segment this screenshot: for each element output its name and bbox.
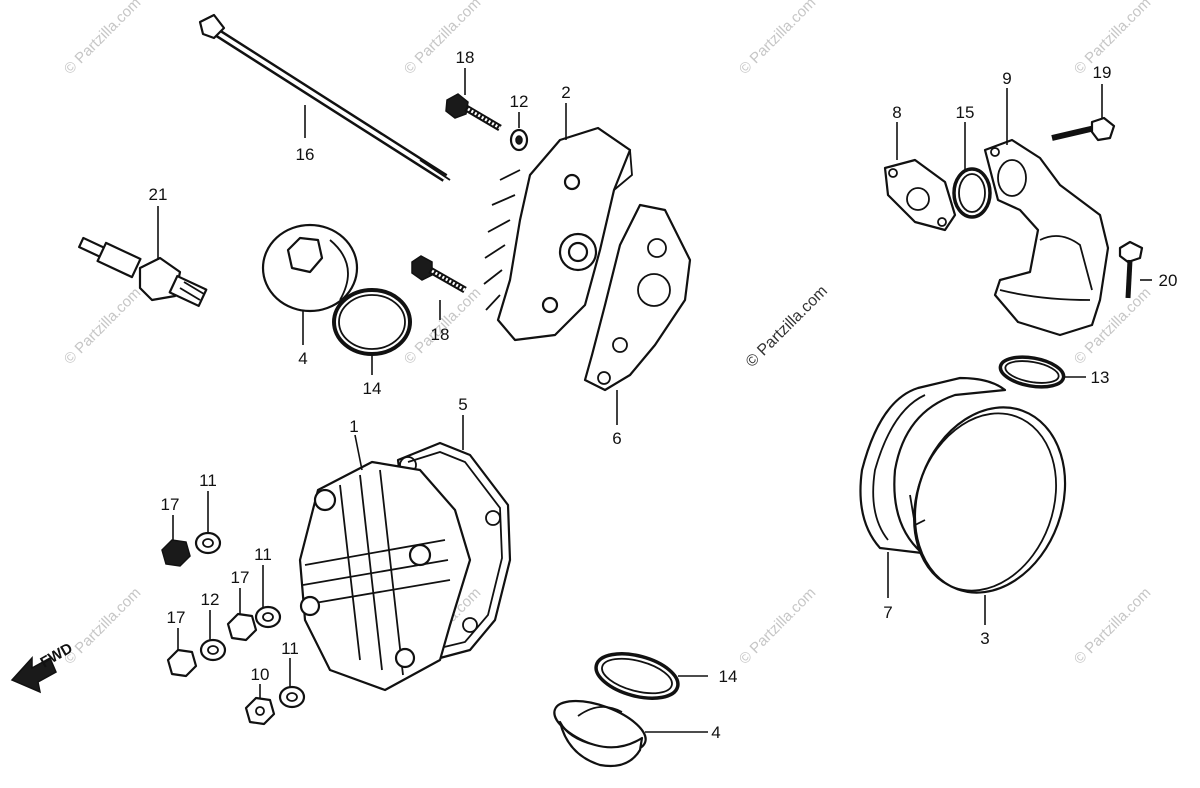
cap-nut-icon[interactable] <box>161 539 191 567</box>
callout-12: 12 <box>510 92 529 111</box>
side-cover-icon[interactable] <box>890 386 1090 614</box>
watermark: © Partzilla.com <box>1071 0 1154 78</box>
callout-11: 11 <box>199 471 217 490</box>
nut-icon[interactable] <box>244 696 276 726</box>
cap-icon[interactable] <box>261 223 359 313</box>
watermark: © Partzilla.com <box>61 0 144 78</box>
washer-icon[interactable] <box>254 605 282 629</box>
callout-16: 16 <box>296 145 315 164</box>
o-ring-icon[interactable] <box>332 288 412 356</box>
callout-14: 14 <box>719 667 738 686</box>
callout-11: 11 <box>281 639 299 658</box>
washer-icon[interactable] <box>194 531 222 555</box>
leader-lines <box>157 68 1152 733</box>
washer-icon[interactable] <box>199 638 227 662</box>
flange-bolt-icon[interactable] <box>411 255 467 294</box>
cylinder-head-cover-icon[interactable] <box>298 460 472 692</box>
bolt-icon[interactable] <box>1051 116 1116 142</box>
fwd-arrow-icon: FWD <box>10 640 76 694</box>
callout-4: 4 <box>711 723 720 742</box>
bolt-icon[interactable] <box>1118 240 1144 299</box>
callout-17: 17 <box>167 608 186 627</box>
callout-19: 19 <box>1093 63 1112 82</box>
stud-bolt-icon[interactable] <box>198 13 451 182</box>
callout-15: 15 <box>956 103 975 122</box>
cap-nut-icon[interactable] <box>166 648 198 678</box>
watermark: © Partzilla.com <box>736 584 819 667</box>
callout-1: 1 <box>349 417 358 436</box>
center-watermark: © Partzilla.com <box>743 283 831 371</box>
callout-17: 17 <box>231 568 250 587</box>
callout-10: 10 <box>251 665 270 684</box>
o-ring-icon[interactable] <box>952 167 992 219</box>
callouts: 16 18 12 2 21 4 14 18 6 8 15 9 19 20 13 … <box>149 48 1178 742</box>
callout-21: 21 <box>149 185 168 204</box>
watermark: © Partzilla.com <box>61 284 144 367</box>
cap-nut-icon[interactable] <box>226 612 258 642</box>
watermark: © Partzilla.com <box>736 0 819 78</box>
callout-8: 8 <box>892 103 901 122</box>
callout-17: 17 <box>161 495 180 514</box>
callout-4: 4 <box>298 349 307 368</box>
callout-7: 7 <box>883 603 892 622</box>
o-ring-icon[interactable] <box>998 353 1066 392</box>
callout-2: 2 <box>561 83 570 102</box>
callout-6: 6 <box>612 429 621 448</box>
insulator-icon[interactable] <box>883 158 957 232</box>
callout-18: 18 <box>456 48 475 67</box>
o-ring-icon[interactable] <box>591 646 682 706</box>
callout-13: 13 <box>1091 368 1110 387</box>
callout-11: 11 <box>254 545 272 564</box>
washer-icon[interactable] <box>509 128 529 152</box>
callout-5: 5 <box>458 395 467 414</box>
watermark: © Partzilla.com <box>1071 584 1154 667</box>
cap-icon[interactable] <box>548 691 652 768</box>
washer-icon[interactable] <box>278 685 306 709</box>
callout-3: 3 <box>980 629 989 648</box>
gasket-icon[interactable] <box>583 203 692 392</box>
fwd-label: FWD <box>38 640 76 672</box>
flange-bolt-icon[interactable] <box>445 93 502 132</box>
callout-18: 18 <box>431 325 450 344</box>
callout-9: 9 <box>1002 69 1011 88</box>
cam-cover-icon[interactable] <box>483 126 633 342</box>
intake-pipe-icon[interactable] <box>983 138 1110 337</box>
callout-14: 14 <box>363 379 382 398</box>
gasket-icon[interactable] <box>859 376 1007 555</box>
callout-20: 20 <box>1159 271 1178 290</box>
spark-plug-icon[interactable] <box>78 236 208 308</box>
callout-12: 12 <box>201 590 220 609</box>
